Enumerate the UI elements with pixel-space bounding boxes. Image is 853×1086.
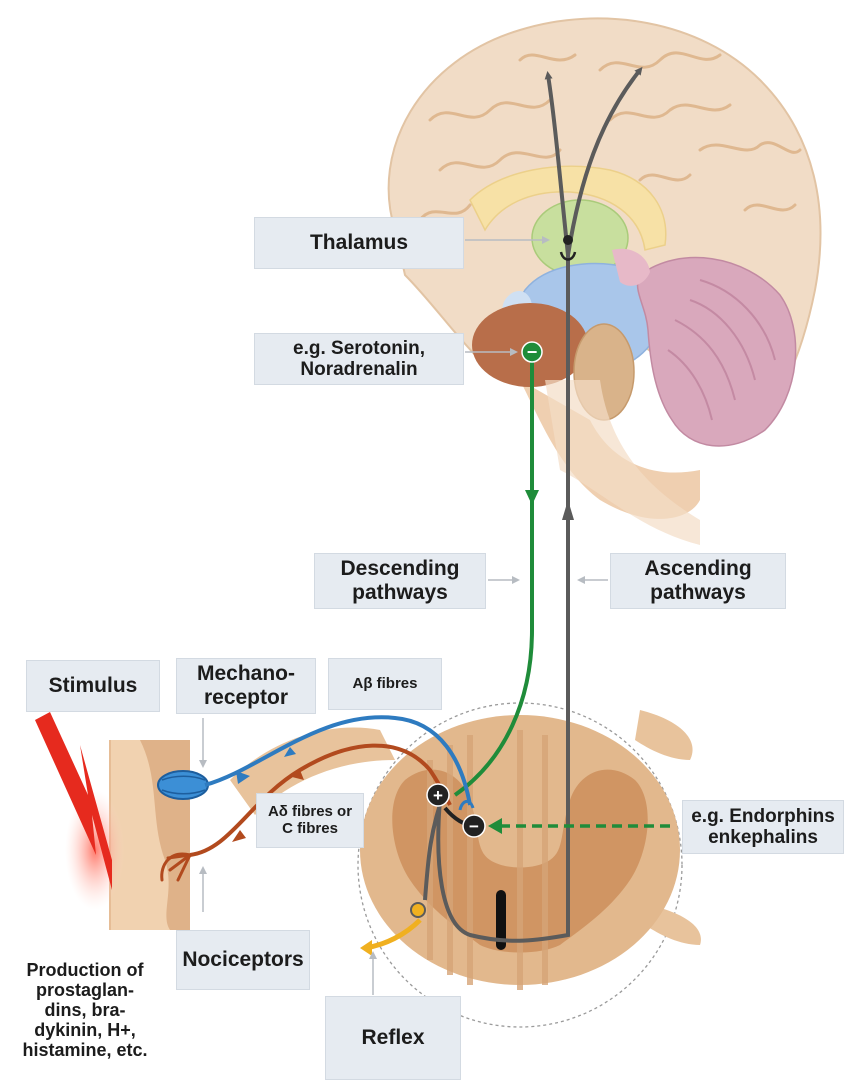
serotonin-sign: − bbox=[527, 342, 538, 362]
production-label: Production of prostaglan- dins, bra- dyk… bbox=[0, 936, 170, 1084]
thalamus-label: Thalamus bbox=[254, 217, 464, 269]
endorphins-label: e.g. Endorphins enkephalins bbox=[682, 800, 844, 854]
ad-fibre-arrow bbox=[232, 830, 246, 842]
reflex-label: Reflex bbox=[325, 996, 461, 1080]
descending-arrowhead bbox=[525, 490, 539, 505]
reflex-arrowhead bbox=[360, 940, 372, 956]
skin-tissue bbox=[65, 740, 190, 930]
ab-fibres-label: Aβ fibres bbox=[328, 658, 442, 710]
thalamus-synapse bbox=[563, 235, 573, 245]
descending-pathways-label: Descending pathways bbox=[314, 553, 486, 609]
stimulus-label: Stimulus bbox=[26, 660, 160, 712]
nerve-root-right bbox=[635, 710, 693, 760]
ascending-pathways-label: Ascending pathways bbox=[610, 553, 786, 609]
inhibitory-sign: − bbox=[469, 817, 479, 836]
serotonin-label: e.g. Serotonin, Noradrenalin bbox=[254, 333, 464, 385]
excitatory-sign: + bbox=[433, 786, 443, 805]
ascending-arrowhead bbox=[562, 500, 574, 520]
reflex-synapse bbox=[411, 903, 425, 917]
mechanoreceptor-label: Mechano- receptor bbox=[176, 658, 316, 714]
mechanoreceptor-icon bbox=[158, 771, 208, 799]
nociceptors-label: Nociceptors bbox=[176, 930, 310, 990]
ad-c-fibres-label: Aδ fibres or C fibres bbox=[256, 793, 364, 848]
